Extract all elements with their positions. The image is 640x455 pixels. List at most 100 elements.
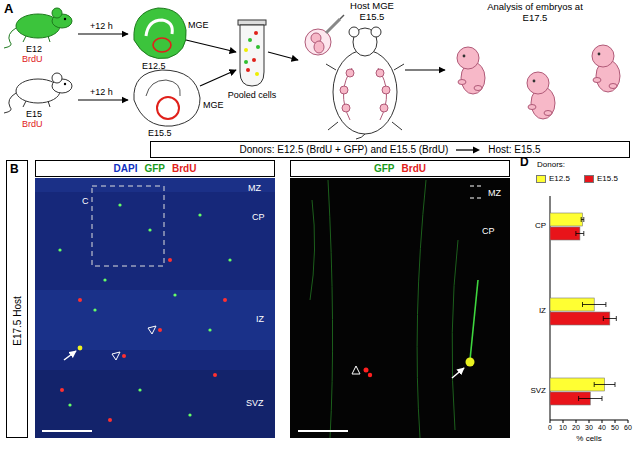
time-arrow bbox=[78, 33, 128, 34]
annotation-label: E15.5 bbox=[148, 128, 172, 138]
annotation-label: 20 bbox=[572, 424, 580, 432]
micrograph-b bbox=[118, 203, 121, 206]
micrograph-c bbox=[298, 430, 348, 432]
channel-header: GFPBrdU bbox=[290, 160, 510, 177]
panel-letter: A bbox=[4, 2, 13, 17]
bar-chart bbox=[628, 420, 629, 423]
annotation-label: CP bbox=[482, 226, 495, 236]
bar-chart bbox=[550, 196, 628, 423]
micrograph-b bbox=[158, 328, 162, 332]
micrograph-c bbox=[466, 358, 475, 367]
micrograph-c bbox=[290, 178, 510, 438]
micrograph-b bbox=[35, 178, 275, 192]
host-mouse bbox=[371, 27, 381, 37]
micrograph-b bbox=[148, 228, 151, 231]
annotation-label: MZ bbox=[488, 188, 501, 198]
bar-chart bbox=[550, 420, 551, 423]
bar-chart bbox=[594, 382, 615, 387]
embryo-brain-e15 bbox=[157, 97, 179, 119]
micrograph-c bbox=[290, 178, 510, 438]
host-mouse bbox=[376, 69, 384, 77]
micrograph-b bbox=[173, 293, 176, 296]
channel-header: DAPIGFPBrdU bbox=[35, 160, 275, 177]
white-mouse bbox=[4, 73, 72, 113]
micrograph-b bbox=[103, 278, 106, 281]
annotation-label: SVZ bbox=[246, 398, 264, 408]
injected-embryo bbox=[314, 41, 324, 53]
bar-chart bbox=[550, 213, 583, 226]
tube bbox=[256, 45, 260, 49]
annotation-label: Pooled cells bbox=[228, 90, 277, 100]
micrograph-c bbox=[310, 180, 458, 438]
micrograph-b bbox=[60, 258, 227, 422]
micrograph-b bbox=[58, 203, 231, 416]
annotation-label: 30 bbox=[585, 424, 593, 432]
green-mouse bbox=[64, 18, 66, 20]
micrograph-b bbox=[148, 326, 156, 334]
node-text: GFP bbox=[144, 163, 165, 174]
bar-chart bbox=[589, 420, 590, 423]
micrograph-b bbox=[35, 178, 275, 438]
tube bbox=[252, 58, 256, 62]
micrograph-b bbox=[112, 352, 120, 360]
green-mouse bbox=[4, 8, 72, 48]
bar-chart bbox=[579, 396, 602, 401]
bar-chart bbox=[602, 420, 603, 423]
host-mouse bbox=[382, 86, 390, 94]
host-mouse bbox=[343, 68, 386, 120]
annotation-label: MGE bbox=[203, 100, 224, 110]
bar-chart bbox=[550, 213, 610, 405]
injected-embryo bbox=[340, 15, 344, 19]
annotation-label: % cells bbox=[576, 434, 601, 443]
micrograph-b bbox=[223, 298, 227, 302]
annotation-label: BrdU bbox=[22, 119, 43, 129]
green-mouse bbox=[4, 28, 16, 48]
analysed-embryo bbox=[457, 47, 485, 94]
host-mouse bbox=[333, 50, 397, 134]
embryo-brain-e15 bbox=[146, 80, 180, 96]
bar-chart bbox=[550, 420, 628, 423]
pool-arrow bbox=[200, 70, 236, 86]
node-text: DAPI bbox=[114, 163, 138, 174]
pool-arrow bbox=[268, 52, 298, 60]
banner-arrow bbox=[473, 146, 480, 153]
annotation-label: MZ bbox=[248, 183, 261, 193]
annotation-label: Donors: bbox=[537, 160, 565, 169]
pool-arrow bbox=[405, 69, 445, 70]
micrograph-b bbox=[42, 430, 92, 432]
analysed-embryo bbox=[457, 47, 479, 69]
annotation-label: E12 bbox=[26, 44, 42, 54]
micrograph-c bbox=[368, 373, 372, 377]
tube bbox=[248, 38, 252, 42]
analysed-embryo bbox=[474, 86, 482, 91]
annotation-label: IZ bbox=[539, 306, 546, 315]
analysed-embryo bbox=[598, 53, 601, 56]
embryo-brain-e12 bbox=[146, 20, 172, 36]
legend-text: E15.5 bbox=[597, 174, 618, 183]
micrograph-c bbox=[470, 280, 478, 360]
micrograph-b bbox=[122, 354, 126, 358]
micrograph-b bbox=[35, 178, 275, 438]
tube bbox=[238, 20, 266, 86]
micrograph-b bbox=[78, 346, 83, 351]
annotation-label: Analysis of embryos at E17.5 bbox=[485, 2, 585, 24]
analysed-embryo bbox=[457, 45, 620, 119]
analysed-embryo bbox=[593, 78, 601, 83]
micrograph-b bbox=[78, 298, 82, 302]
analysed-embryo bbox=[527, 72, 555, 119]
time-arrow bbox=[78, 34, 128, 100]
green-mouse bbox=[52, 8, 62, 18]
panel-letter: D bbox=[520, 156, 529, 170]
tube bbox=[244, 60, 248, 64]
embryo-brain-e12 bbox=[134, 8, 186, 59]
node-text: Donors: E12.5 (BrdU + GFP) and E15.5 (Br… bbox=[240, 144, 449, 155]
embryo-brain-e15 bbox=[134, 70, 200, 126]
injected-embryo bbox=[305, 15, 344, 55]
annotation-label: IZ bbox=[256, 314, 264, 324]
micrograph-b bbox=[213, 373, 217, 377]
micrograph-b bbox=[60, 388, 64, 392]
banner-arrow bbox=[456, 149, 474, 150]
annotation-label: BrdU bbox=[22, 54, 43, 64]
node-text: GFP bbox=[374, 163, 395, 174]
micrograph-c bbox=[364, 368, 369, 373]
